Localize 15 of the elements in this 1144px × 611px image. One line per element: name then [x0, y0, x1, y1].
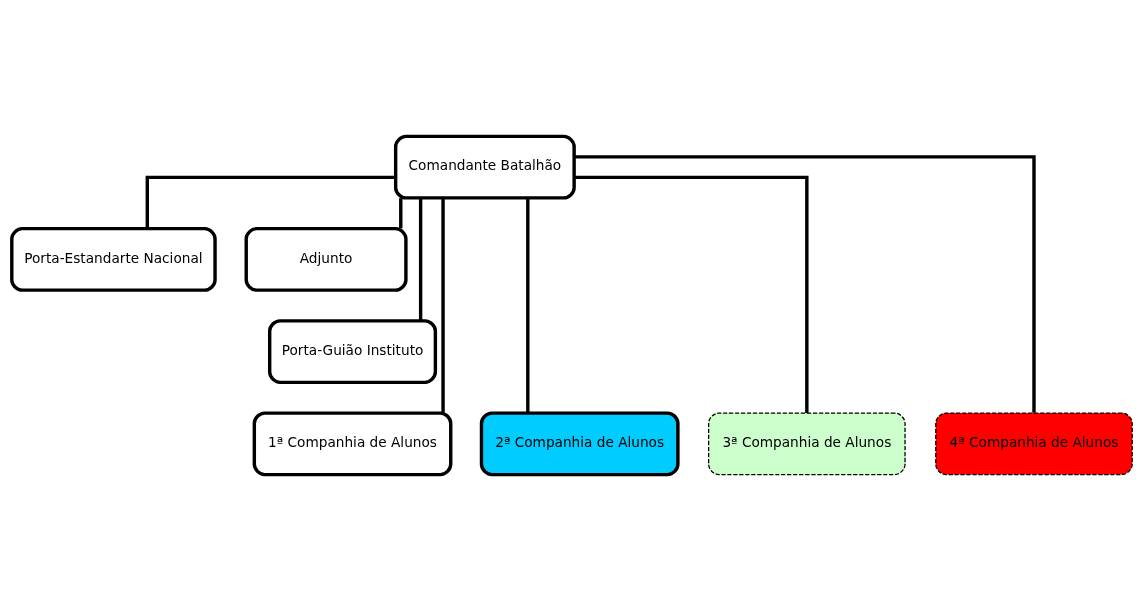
node-box: Porta-Guião Instituto — [268, 319, 438, 385]
connector — [441, 198, 445, 413]
node-box: 4ª Companhia de Alunos — [935, 412, 1133, 476]
node-box: Adjunto — [244, 226, 408, 292]
connector — [399, 198, 403, 229]
connector — [526, 198, 530, 413]
node-box: Comandante Batalhão — [393, 134, 576, 200]
node-box: 2ª Companhia de Alunos — [479, 411, 680, 477]
connector — [574, 175, 809, 413]
node-box: 3ª Companhia de Alunos — [708, 412, 906, 476]
node-box: Porta-Estandarte Nacional — [10, 226, 217, 292]
connector — [145, 175, 396, 229]
connector — [418, 198, 423, 321]
connector — [574, 155, 1036, 413]
node-box: 1ª Companhia de Alunos — [252, 411, 453, 477]
